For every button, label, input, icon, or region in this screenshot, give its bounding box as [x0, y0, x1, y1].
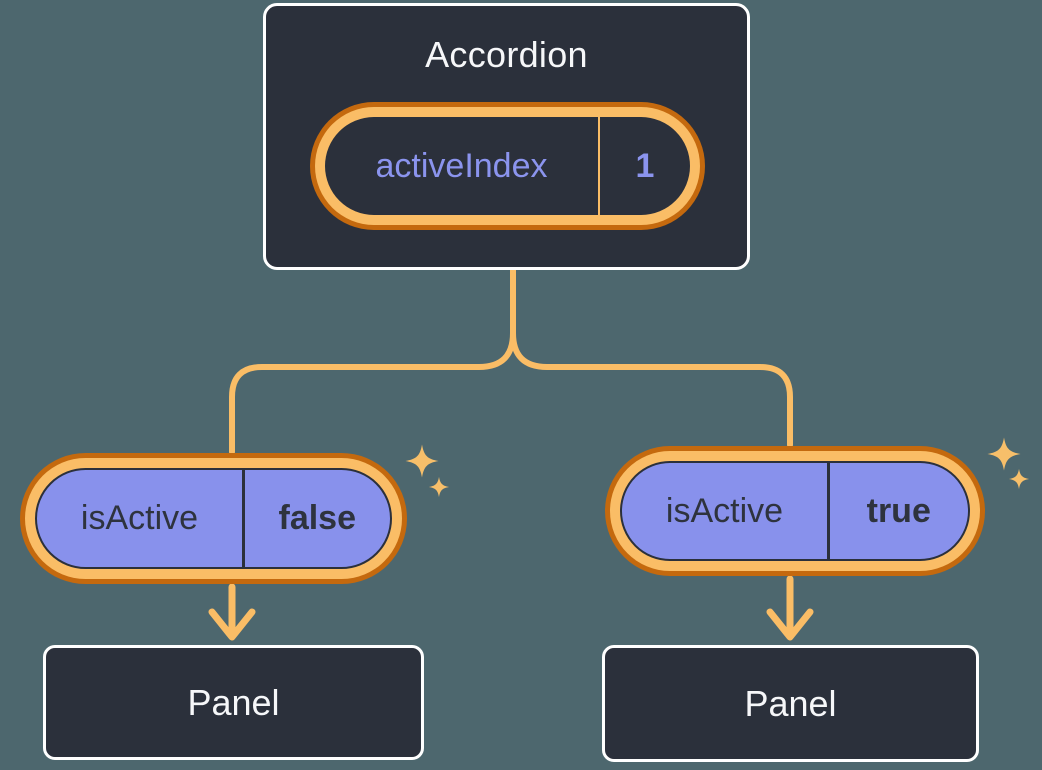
panel-label: Panel [187, 681, 280, 723]
arrow-down-left-icon [208, 583, 256, 641]
branch-right-line [510, 266, 793, 448]
state-value-cell: 1 [600, 117, 690, 215]
accordion-box: Accordion activeIndex 1 [263, 3, 750, 270]
prop-value-cell: false [245, 470, 391, 567]
sparkle-small-icon [1008, 468, 1030, 490]
prop-name: isActive [80, 499, 199, 537]
prop-name-cell: isActive [37, 470, 242, 567]
sparkle-large-icon [987, 437, 1021, 471]
arrow-down-right-icon [766, 575, 814, 641]
prop-name-cell: isActive [622, 463, 827, 559]
sparkle-small-icon [428, 476, 450, 498]
state-name: activeIndex [375, 146, 548, 185]
prop-pill-second: isActive true [620, 461, 970, 561]
prop-value: true [866, 491, 931, 530]
state-name-cell: activeIndex [325, 117, 598, 215]
prop-pill-divider [827, 463, 830, 559]
prop-pill-divider [242, 470, 245, 567]
prop-value-cell: true [830, 463, 969, 559]
prop-value: false [278, 499, 357, 537]
state-pill: activeIndex 1 [325, 117, 690, 215]
panel-box-second: Panel [602, 645, 979, 762]
state-value: 1 [635, 146, 655, 185]
accordion-title: Accordion [425, 34, 588, 75]
state-pill-divider [598, 117, 600, 215]
panel-label: Panel [744, 682, 837, 724]
panel-box-first: Panel [43, 645, 424, 760]
prop-name: isActive [665, 491, 784, 530]
branch-left-line [229, 266, 516, 455]
prop-pill-first: isActive false [35, 468, 392, 569]
sparkle-large-icon [405, 444, 439, 478]
